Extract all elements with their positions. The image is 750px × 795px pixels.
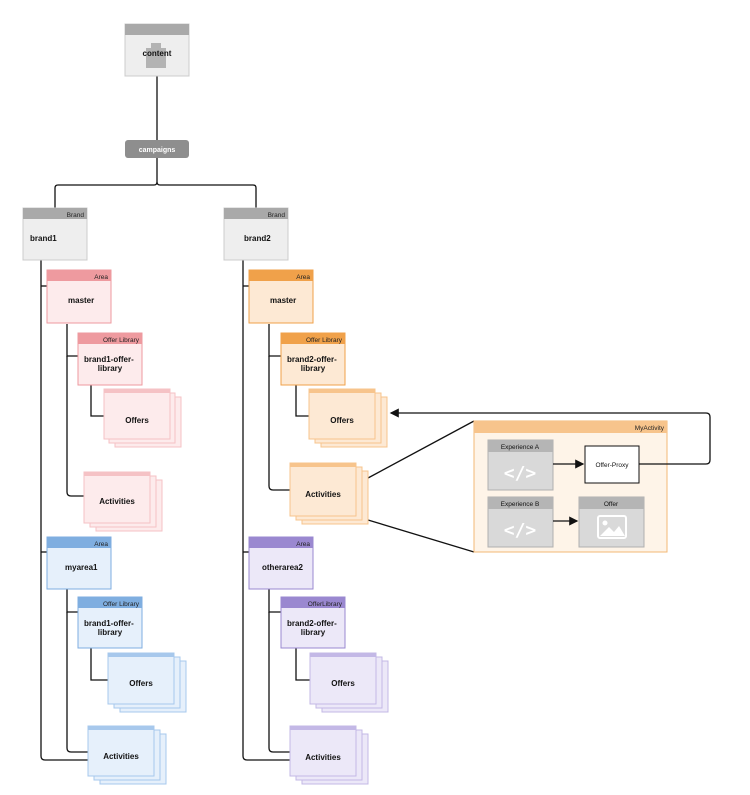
offers-label: Offers: [129, 679, 153, 688]
flow-arrows: [389, 408, 711, 526]
image-icon: [597, 515, 627, 539]
code-icon: </>: [504, 463, 537, 484]
offer-library-name-line2: library: [98, 364, 123, 373]
area-name-label: master: [270, 296, 296, 305]
activities-stack-brand1-myarea1[interactable]: Activities: [87, 725, 167, 785]
area-otherarea2[interactable]: Area otherarea2: [248, 536, 314, 590]
activities-stack-brand2-master[interactable]: Activities: [289, 462, 369, 525]
code-icon: </>: [504, 520, 537, 541]
experience-a-label: Experience A: [501, 444, 540, 451]
brand2-node[interactable]: Brand brand2: [223, 207, 289, 261]
activities-stack-brand1-master[interactable]: Activities: [83, 471, 163, 532]
brand1-node[interactable]: Brand brand1: [22, 207, 88, 261]
offer-library-brand2-master[interactable]: Offer Library brand2-offer- library: [280, 332, 346, 386]
offer-library-header-label: OfferLibrary: [308, 601, 343, 608]
activities-stack-brand2-otherarea2[interactable]: Activities: [289, 725, 369, 785]
area-master-brand2[interactable]: Area master: [248, 269, 314, 324]
activities-label: Activities: [305, 490, 341, 499]
offer-library-header-label: Offer Library: [103, 337, 140, 344]
offers-stack-brand1-master[interactable]: Offers: [103, 388, 182, 448]
experience-b-label: Experience B: [501, 501, 540, 508]
content-icon: [146, 43, 166, 68]
area-name-label: master: [68, 296, 94, 305]
offer-library-name-label: brand2-offer- library: [287, 619, 339, 637]
campaigns-label: campaigns: [139, 147, 176, 154]
offer-library-name-line2: library: [301, 628, 326, 637]
offer-card[interactable]: Offer: [578, 496, 645, 548]
content-label: content: [143, 49, 172, 58]
offers-label: Offers: [331, 679, 355, 688]
offer-library-name-line1: brand2-offer-: [287, 619, 337, 628]
offer-library-name-label: brand1-offer- library: [84, 355, 136, 373]
offer-proxy-label: Offer-Proxy: [595, 462, 629, 469]
activities-label: Activities: [103, 752, 139, 761]
offers-label: Offers: [330, 416, 354, 425]
area-header-label: Area: [94, 541, 108, 548]
offers-stack-brand1-myarea1[interactable]: Offers: [107, 652, 187, 713]
area-header-label: Area: [296, 541, 310, 548]
area-name-label: myarea1: [65, 563, 98, 572]
myactivity-title: MyActivity: [635, 425, 665, 432]
offer-library-name-label: brand1-offer- library: [84, 619, 136, 637]
brand1-label: brand1: [30, 234, 57, 243]
activities-label: Activities: [99, 497, 135, 506]
area-myarea1[interactable]: Area myarea1: [46, 536, 112, 590]
brand-header-label: Brand: [268, 212, 286, 219]
offer-library-name-line2: library: [98, 628, 123, 637]
offers-label: Offers: [125, 416, 149, 425]
offers-stack-brand2-otherarea2[interactable]: Offers: [309, 652, 389, 713]
offer-library-header-label: Offer Library: [103, 601, 140, 608]
area-header-label: Area: [296, 274, 310, 281]
experience-b-card[interactable]: Experience B </>: [487, 496, 554, 548]
offer-library-brand1-master[interactable]: Offer Library brand1-offer- library: [77, 332, 143, 386]
offer-label: Offer: [604, 501, 619, 508]
campaigns-node[interactable]: campaigns: [125, 140, 189, 158]
offer-library-name-line1: brand1-offer-: [84, 619, 134, 628]
offer-library-brand2-otherarea2[interactable]: OfferLibrary brand2-offer- library: [280, 596, 346, 649]
area-name-label: otherarea2: [262, 563, 303, 572]
offer-library-brand1-myarea1[interactable]: Offer Library brand1-offer- library: [77, 596, 143, 649]
experience-a-card[interactable]: Experience A </>: [487, 439, 554, 491]
offer-library-name-label: brand2-offer- library: [287, 355, 339, 373]
brand-header-label: Brand: [67, 212, 85, 219]
brand2-label: brand2: [244, 234, 271, 243]
area-header-label: Area: [94, 274, 108, 281]
offer-proxy-box[interactable]: Offer-Proxy: [584, 445, 640, 484]
offers-stack-brand2-master[interactable]: Offers: [308, 388, 388, 448]
offer-library-header-label: Offer Library: [306, 337, 343, 344]
offer-library-name-line2: library: [301, 364, 326, 373]
connector-lines: [40, 75, 475, 761]
offer-library-name-line1: brand2-offer-: [287, 355, 337, 364]
content-root-node[interactable]: content: [124, 23, 190, 77]
area-master-brand1[interactable]: Area master: [46, 269, 112, 324]
offer-library-name-line1: brand1-offer-: [84, 355, 134, 364]
activities-label: Activities: [305, 753, 341, 762]
